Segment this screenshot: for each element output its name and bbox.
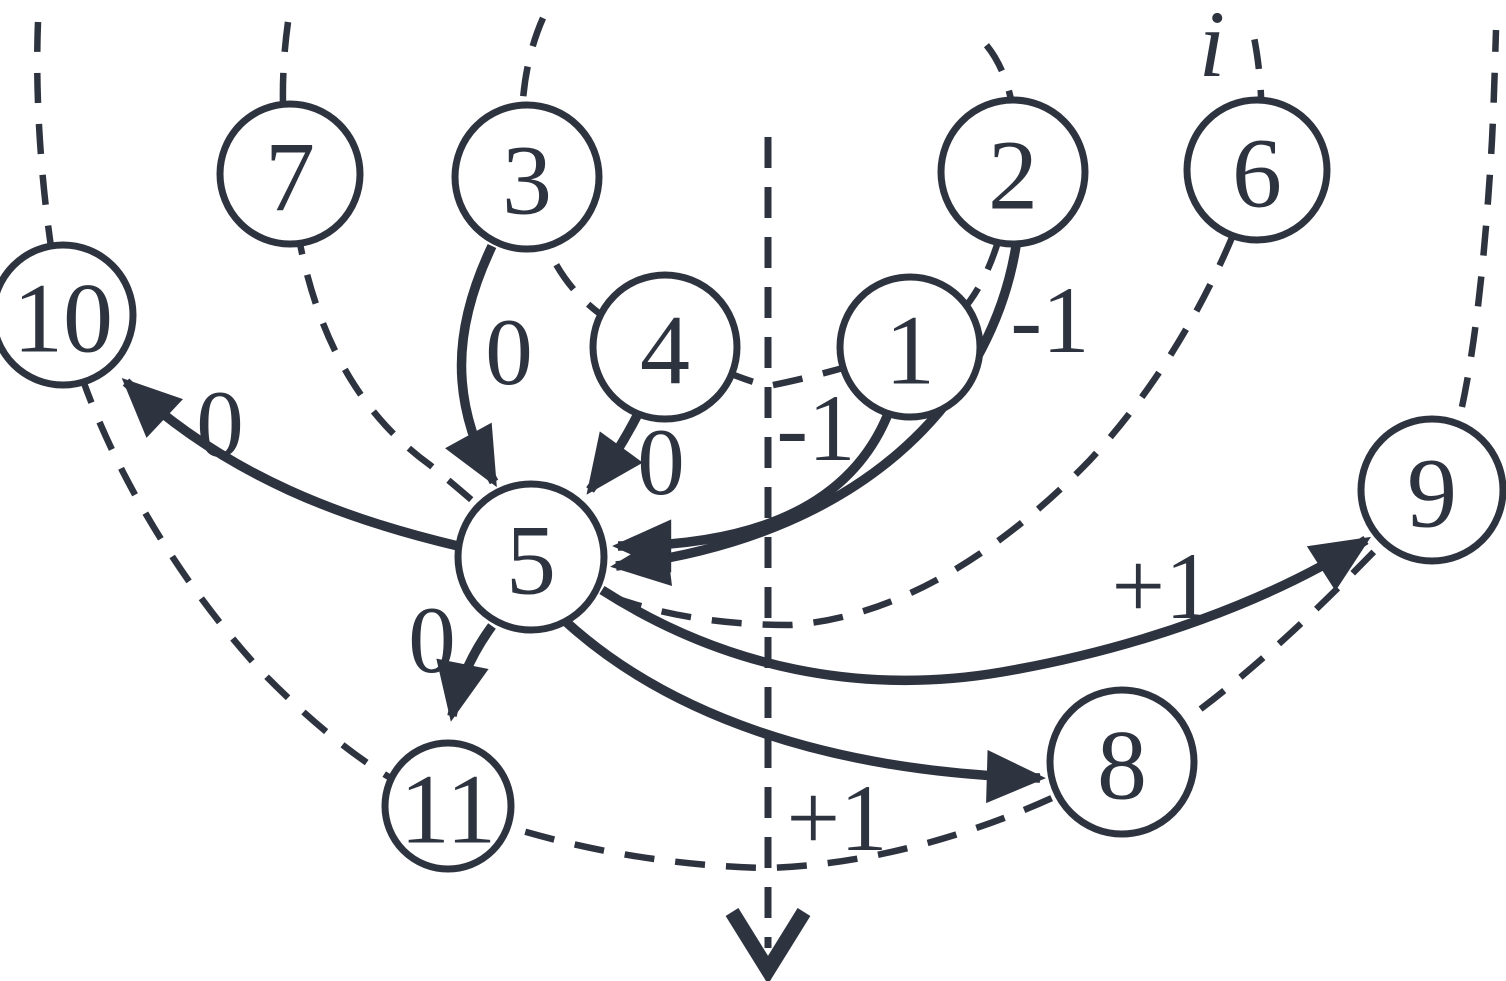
node-1-label: 1 xyxy=(885,295,935,406)
node-6-circle xyxy=(1183,96,1331,244)
node-3-circle xyxy=(451,101,603,253)
node-2: 2 xyxy=(937,96,1089,248)
edge-5-11 xyxy=(436,623,496,722)
node-3-label: 3 xyxy=(502,125,552,236)
node-5-label: 5 xyxy=(506,505,556,616)
edge-label-1-5: -1 xyxy=(776,375,855,481)
node-7-circle xyxy=(216,100,364,248)
nodes: 1 2 3 4 5 6 7 8 xyxy=(0,96,1506,873)
node-3: 3 xyxy=(451,101,603,253)
edge-label-5-11: 0 xyxy=(408,587,456,693)
node-10-label: 10 xyxy=(13,263,113,374)
node-1: 1 xyxy=(836,273,984,421)
edge-label-5-10: 0 xyxy=(196,371,244,477)
node-2-circle xyxy=(937,96,1089,248)
edge-label-3-5: 0 xyxy=(485,299,533,405)
edge-label-5-8: +1 xyxy=(786,765,887,871)
node-11-circle xyxy=(381,739,515,873)
node-9-label: 9 xyxy=(1407,438,1457,549)
edge-label-2-5: -1 xyxy=(1010,267,1089,373)
node-8-circle xyxy=(1046,686,1198,838)
node-6: 6 xyxy=(1183,96,1331,244)
node-6-label: 6 xyxy=(1232,118,1282,229)
edge-3-5 xyxy=(445,243,499,488)
edge-label-4-5: 0 xyxy=(637,409,685,515)
edge-5-8 xyxy=(560,616,1046,804)
node-9: 9 xyxy=(1357,415,1506,565)
edge-5-9 xyxy=(599,535,1371,686)
node-11-label: 11 xyxy=(400,754,496,865)
edges xyxy=(121,243,1371,804)
node-5: 5 xyxy=(454,480,608,634)
node-7: 7 xyxy=(216,100,364,248)
edge-labels: 0 0 -1 -1 0 0 +1 +1 xyxy=(196,267,1212,871)
node-11: 11 xyxy=(381,739,515,873)
index-axis xyxy=(725,137,811,981)
node-4-circle xyxy=(589,271,741,423)
node-4: 4 xyxy=(589,271,741,423)
node-9-circle xyxy=(1357,415,1506,565)
node-10: 10 xyxy=(0,241,137,389)
edge-2-5 xyxy=(610,245,1021,587)
node-1-circle xyxy=(836,273,984,421)
axis-arrowhead-icon xyxy=(725,908,811,981)
edge-5-10 xyxy=(121,377,460,551)
node-2-label: 2 xyxy=(988,120,1038,231)
axis-index-label: i xyxy=(1199,0,1225,97)
node-10-circle xyxy=(0,241,137,389)
node-8-label: 8 xyxy=(1097,710,1147,821)
node-8: 8 xyxy=(1046,686,1198,838)
node-7-label: 7 xyxy=(265,122,315,233)
node-4-label: 4 xyxy=(640,295,690,406)
edge-4-5 xyxy=(586,407,645,495)
edge-label-5-9: +1 xyxy=(1111,533,1212,639)
level-arc-middle xyxy=(279,21,1265,629)
node-5-circle xyxy=(454,480,608,634)
